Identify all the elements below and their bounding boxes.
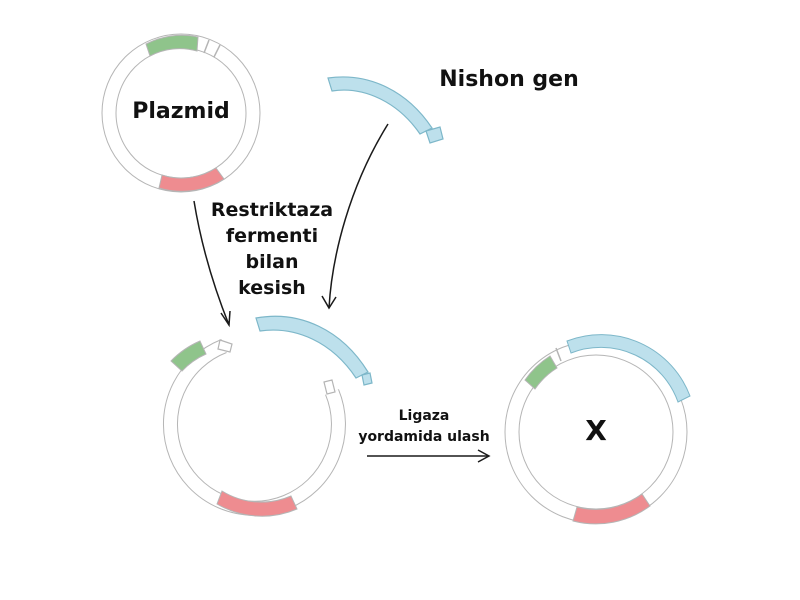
recombinant-green-segment — [524, 355, 558, 390]
recombinant-junction-1 — [555, 347, 562, 362]
plasmid-cut-site-1 — [203, 39, 210, 54]
plasmid-cut — [163, 339, 346, 517]
target-gene-fragment: Nishon gen — [327, 67, 579, 144]
recombinant-plasmid: X — [504, 334, 691, 525]
arrow-right-shaft — [328, 123, 389, 309]
gene-fragment-inserting — [255, 315, 373, 386]
target-gene-label: Nishon gen — [439, 67, 578, 92]
arrow-left-shaft — [193, 200, 230, 326]
arrow-right-head — [321, 295, 337, 310]
restriction-label-line-3: bilan — [246, 251, 299, 273]
cut-plasmid-green-segment — [170, 340, 207, 372]
cut-plasmid-red-segment — [216, 490, 298, 517]
ligase-label-line-1: Ligaza — [399, 408, 450, 424]
ligase-arrow-head — [477, 449, 491, 463]
cut-plasmid-sticky-end-top — [217, 339, 233, 353]
recombinant-label: X — [585, 414, 607, 447]
cut-plasmid-sticky-end-right — [323, 379, 336, 395]
recombinant-blue-segment — [566, 334, 691, 403]
plasmid-intact: Plazmid — [101, 33, 261, 193]
restriction-label-line-1: Restriktaza — [211, 199, 333, 221]
cut-plasmid-ring-body — [164, 339, 345, 515]
plasmid-red-segment — [158, 167, 225, 192]
ligase-label-line-2: yordamida ulash — [358, 429, 489, 445]
restriction-label: Restriktaza fermenti bilan kesish — [211, 199, 333, 299]
restriction-label-line-2: fermenti — [226, 225, 318, 247]
inserting-fragment-sticky-end — [361, 372, 373, 386]
plasmid-green-segment — [145, 34, 199, 57]
plasmid-label: Plazmid — [132, 99, 230, 124]
recombinant-red-segment — [572, 493, 651, 525]
gene-fragment-body — [327, 76, 433, 135]
inserting-fragment-body — [255, 315, 369, 379]
arrow-left-head — [220, 310, 231, 328]
gene-fragment-sticky-end — [425, 126, 444, 144]
ligase-step: Ligaza yordamida ulash — [358, 408, 491, 463]
restriction-arrow-left — [193, 200, 231, 328]
restriction-arrow-right — [321, 123, 389, 310]
plasmid-cut-site-2 — [213, 44, 221, 58]
restriction-label-line-4: kesish — [238, 277, 306, 299]
